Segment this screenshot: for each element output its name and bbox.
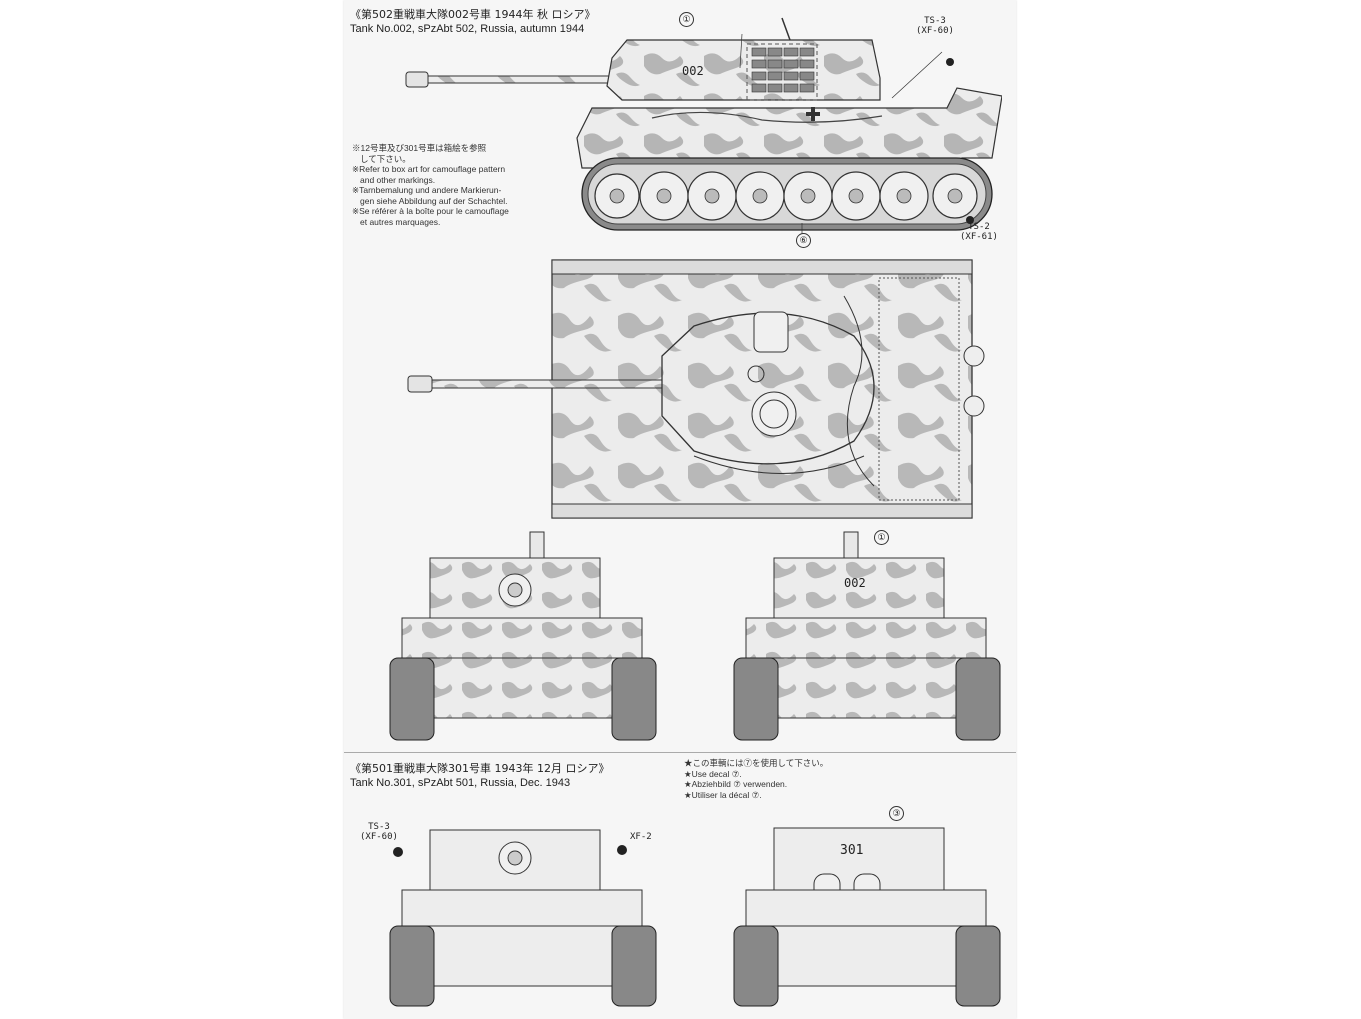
paint-label-xf2: XF-2 xyxy=(630,832,652,842)
note-line: gen siehe Abbildung auf der Schachtel. xyxy=(360,195,508,206)
decal-callout-1: ① xyxy=(679,12,694,27)
section1-title-jp: 《第502重戦車大隊002号車 1944年 秋 ロシア》 xyxy=(350,8,596,21)
note-line: and other markings. xyxy=(360,174,436,185)
paint-code-xf: (XF-61) xyxy=(960,232,998,242)
paint-code: TS-3 xyxy=(368,822,390,832)
note-line: ★この車輌には⑦を使用して下さい。 xyxy=(684,758,829,768)
note-line: et autres marquages. xyxy=(360,216,441,227)
front-view-tank-1 xyxy=(389,531,657,741)
note-line: ★Use decal ⑦. xyxy=(684,768,742,779)
section2-title-jp: 《第501重戦車大隊301号車 1943年 12月 ロシア》 xyxy=(350,762,610,775)
turret-number-301: 301 xyxy=(840,843,864,858)
turret-number-rear: 002 xyxy=(844,576,866,590)
wheel-callout-6: ⑥ xyxy=(796,233,811,248)
note-line: ※Tarnbemalung und andere Markierun- xyxy=(352,185,502,195)
note-line: ★Utiliser la décal ⑦. xyxy=(684,789,762,800)
decal-callout-rear: ① xyxy=(874,530,889,545)
section1-title-en: Tank No.002, sPzAbt 502, Russia, autumn … xyxy=(350,23,585,35)
paint-label-ts2: TS-2 (XF-61) xyxy=(960,222,998,242)
front-view-tank-2 xyxy=(389,829,657,1007)
rear-view-tank-2 xyxy=(733,827,1001,1007)
paint-label-ts3-s2: TS-3 (XF-60) xyxy=(360,822,398,842)
section1-notes: ※12号車及び301号車は箱絵を参照 して下さい。 ※Refer to box … xyxy=(352,143,509,227)
side-view-tank xyxy=(405,17,1002,234)
turret-number-side: 002 xyxy=(682,64,704,78)
top-view-tank xyxy=(407,259,985,519)
instruction-sheet: 《第502重戦車大隊002号車 1944年 秋 ロシア》 Tank No.002… xyxy=(344,0,1016,1019)
note-line: ※12号車及び301号車は箱絵を参照 xyxy=(352,143,487,153)
paint-code: TS-2 xyxy=(968,222,990,232)
note-line: ※Se référer à la boîte pour le camouflag… xyxy=(352,206,509,216)
section-divider xyxy=(344,752,1016,753)
paint-code-xf: (XF-60) xyxy=(916,26,954,36)
section2-notes: ★この車輌には⑦を使用して下さい。 ★Use decal ⑦. ★Abziehb… xyxy=(684,758,828,800)
paint-label-ts3: TS-3 (XF-60) xyxy=(916,16,954,36)
note-line: して下さい。 xyxy=(360,153,411,164)
note-line: ※Refer to box art for camouflage pattern xyxy=(352,164,506,174)
section2-title-en: Tank No.301, sPzAbt 501, Russia, Dec. 19… xyxy=(350,777,571,789)
rear-view-tank-1 xyxy=(733,531,1001,741)
paint-code: TS-3 xyxy=(924,16,946,26)
note-line: ★Abziehbild ⑦ verwenden. xyxy=(684,779,788,789)
decal-callout-3: ③ xyxy=(889,806,904,821)
paint-code-xf: (XF-60) xyxy=(360,832,398,842)
